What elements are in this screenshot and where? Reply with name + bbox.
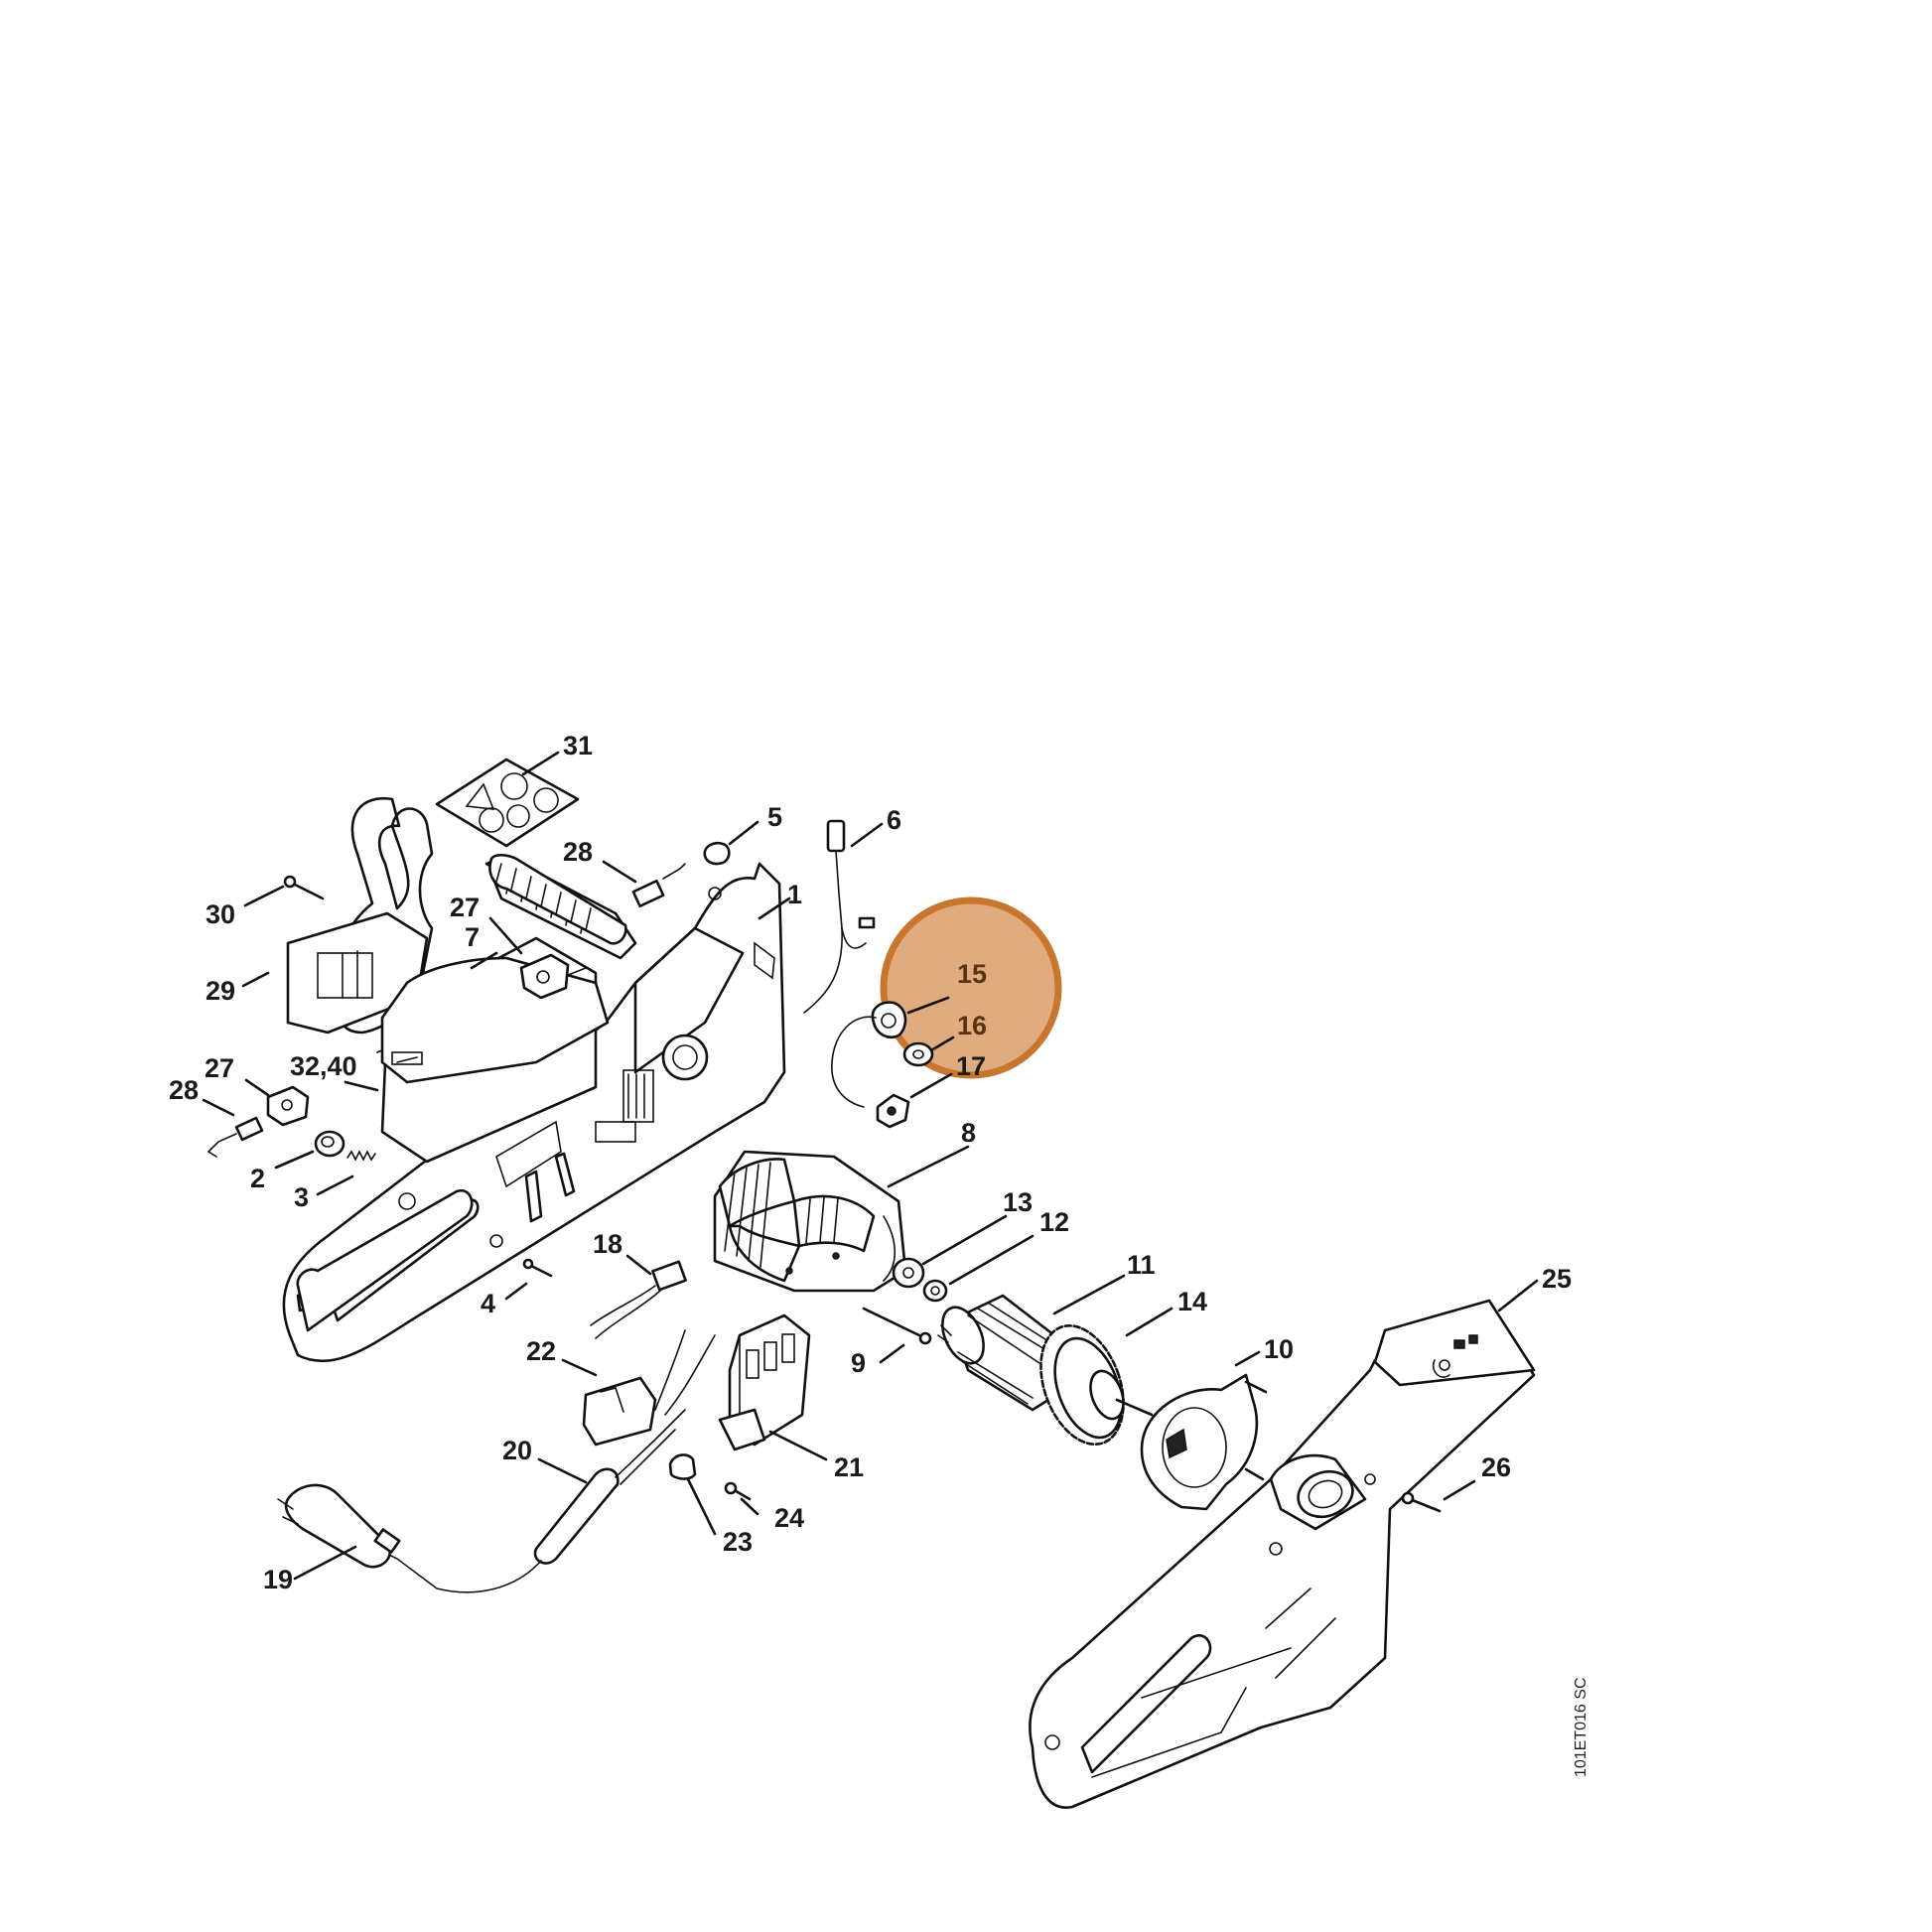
callout-28-lower: 28 bbox=[169, 1075, 199, 1105]
callout-25: 25 bbox=[1542, 1264, 1572, 1294]
screw-24-part bbox=[724, 1481, 752, 1501]
callout-30: 30 bbox=[206, 899, 235, 929]
callout-1: 1 bbox=[787, 880, 802, 909]
spring-part bbox=[346, 1150, 376, 1162]
stator-part bbox=[713, 1150, 907, 1293]
callout-15: 15 bbox=[957, 959, 987, 989]
callout-2: 2 bbox=[250, 1164, 265, 1193]
wire-brush-18-part bbox=[590, 1260, 687, 1339]
callout-32-40: 32,40 bbox=[290, 1051, 357, 1081]
callout-5: 5 bbox=[767, 802, 782, 832]
terminal-block-part bbox=[582, 1329, 716, 1447]
screw-4-part bbox=[522, 1258, 553, 1278]
callout-29: 29 bbox=[206, 976, 235, 1006]
figure-code: 101ET016 SC bbox=[1573, 1677, 1589, 1777]
callout-20: 20 bbox=[502, 1436, 532, 1465]
callout-8: 8 bbox=[961, 1118, 976, 1148]
brush-holder-upper-part bbox=[519, 953, 570, 1000]
callout-labels: 31 5 6 28 1 30 27 7 29 15 16 17 27 32,40… bbox=[169, 731, 1572, 1594]
cord-clamp-part bbox=[668, 1453, 697, 1480]
callout-31: 31 bbox=[563, 731, 593, 760]
brush-cap-part bbox=[314, 1130, 345, 1158]
gear-part bbox=[1039, 1324, 1154, 1446]
screw-9-part bbox=[862, 1307, 932, 1345]
callout-10: 10 bbox=[1264, 1334, 1294, 1364]
rear-handle-part bbox=[286, 796, 434, 1035]
callout-22: 22 bbox=[526, 1336, 556, 1366]
callout-14: 14 bbox=[1177, 1287, 1207, 1316]
screw-30-part bbox=[283, 875, 325, 900]
power-cord-part bbox=[277, 1409, 686, 1593]
highlight-marker bbox=[880, 897, 1062, 1079]
callout-7: 7 bbox=[465, 922, 480, 952]
housing-cover-part bbox=[1029, 1299, 1536, 1809]
carbon-brush-upper-part bbox=[631, 863, 686, 908]
callout-9: 9 bbox=[851, 1348, 866, 1378]
callout-11: 11 bbox=[1127, 1250, 1156, 1280]
callout-19: 19 bbox=[263, 1565, 293, 1594]
callout-21: 21 bbox=[834, 1452, 864, 1482]
bearing-assembly-part bbox=[831, 1001, 934, 1129]
callout-4: 4 bbox=[481, 1289, 495, 1318]
leader-lines bbox=[202, 751, 1539, 1581]
callout-26: 26 bbox=[1481, 1452, 1511, 1482]
internal-cable-part bbox=[803, 819, 876, 1014]
screw-26-part bbox=[1401, 1491, 1442, 1513]
bearing-flange-part bbox=[1140, 1373, 1268, 1511]
carbon-brush-lower-part bbox=[207, 1116, 264, 1158]
callout-23: 23 bbox=[723, 1527, 753, 1557]
callout-16: 16 bbox=[957, 1011, 987, 1040]
warning-decal-part bbox=[435, 758, 580, 848]
washer-12-part bbox=[922, 1279, 948, 1303]
switch-part bbox=[718, 1313, 811, 1451]
callout-24: 24 bbox=[774, 1503, 804, 1533]
brush-holder-lower-part bbox=[266, 1085, 310, 1127]
callout-3: 3 bbox=[294, 1182, 309, 1212]
callout-12: 12 bbox=[1039, 1207, 1069, 1237]
plug-cap-part bbox=[703, 841, 731, 866]
callout-27-upper: 27 bbox=[450, 893, 480, 922]
callout-6: 6 bbox=[887, 805, 901, 835]
callout-13: 13 bbox=[1003, 1187, 1033, 1217]
callout-18: 18 bbox=[593, 1229, 622, 1259]
callout-28-upper: 28 bbox=[563, 837, 593, 867]
bearing-13-part bbox=[892, 1257, 925, 1289]
handle-grip-part bbox=[484, 853, 627, 945]
callout-27-lower: 27 bbox=[205, 1053, 234, 1083]
callout-17: 17 bbox=[956, 1051, 986, 1081]
